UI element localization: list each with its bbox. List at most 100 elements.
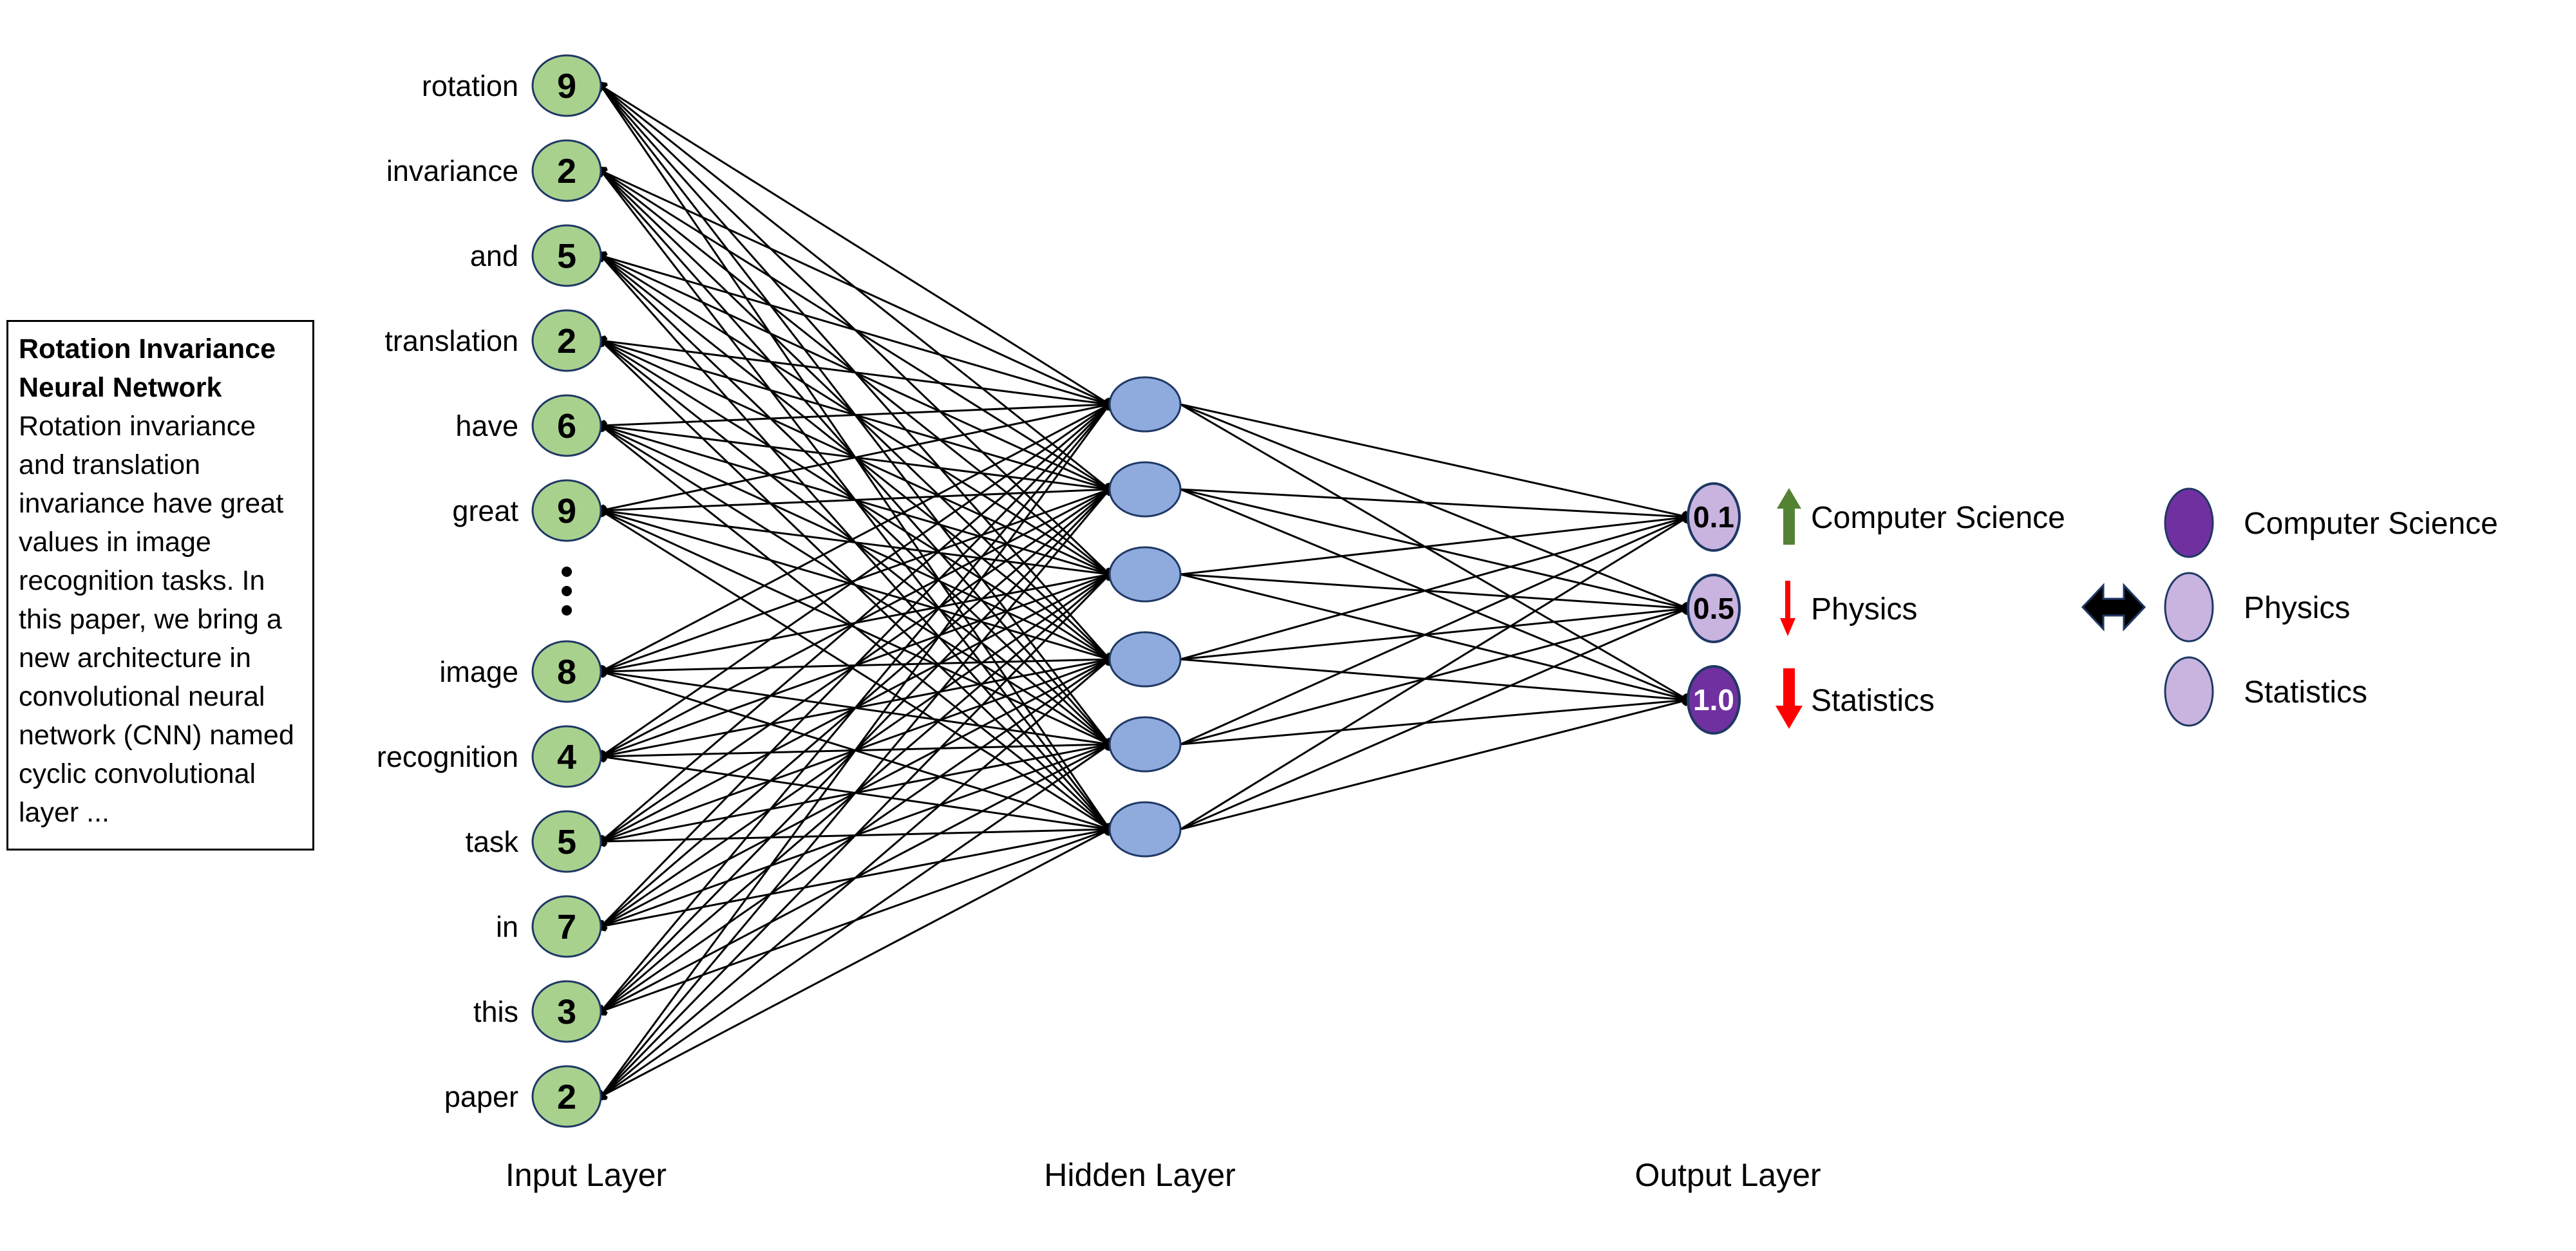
input-word-label: great	[452, 494, 518, 527]
input-node	[531, 479, 602, 542]
abstract-body: Rotation invariance and translation inva…	[19, 411, 294, 828]
input-word-label: in	[496, 910, 518, 943]
input-node	[531, 725, 602, 788]
trend-down-arrow-icon	[1780, 581, 1795, 636]
output-class-label: Physics	[1811, 592, 1917, 626]
abstract-box: Rotation Invariance Neural Network Rotat…	[6, 320, 314, 851]
edge-input-hidden	[592, 825, 1119, 1101]
trend-up-arrow-icon	[1777, 488, 1801, 545]
edge-hidden-output	[1180, 511, 1698, 576]
input-word-label: rotation	[422, 70, 518, 102]
hidden-layer	[1108, 376, 1182, 858]
edge-hidden-output	[1180, 403, 1698, 522]
input-node-value: 5	[557, 823, 576, 861]
legend-label: Physics	[2244, 591, 2350, 625]
input-node	[531, 394, 602, 457]
input-node	[531, 980, 602, 1043]
input-node	[531, 640, 602, 703]
input-word-label: task	[465, 825, 518, 858]
hidden-node	[1108, 801, 1182, 858]
input-node-value: 2	[557, 322, 576, 361]
edge-hidden-output	[1180, 694, 1698, 746]
output-class-label: Statistics	[1811, 684, 1935, 718]
input-node	[531, 54, 602, 117]
input-node-value: 4	[557, 738, 576, 776]
input-node-value: 5	[557, 237, 576, 276]
hidden-layer-caption: Hidden Layer	[1044, 1157, 1235, 1193]
edge-hidden-output	[1180, 658, 1698, 706]
input-node	[531, 224, 602, 287]
input-node-value: 9	[557, 492, 576, 531]
edge-hidden-output	[1180, 513, 1697, 746]
input-layer-caption: Input Layer	[506, 1157, 667, 1193]
input-node-value: 6	[557, 407, 576, 446]
input-layer: rotation 9 invariance 2 and 5 translation 2 have…	[377, 54, 602, 1128]
hidden-node	[1108, 461, 1182, 518]
edge-hidden-output	[1180, 573, 1698, 705]
input-node-value: 8	[557, 653, 576, 691]
edge-hidden-output	[1180, 488, 1697, 704]
edge-hidden-output	[1180, 573, 1698, 614]
input-node-value: 2	[557, 1078, 576, 1116]
trend-down-arrow-icon	[1776, 668, 1803, 729]
output-node-value: 1.0	[1693, 683, 1734, 717]
output-node	[1687, 482, 1741, 552]
input-node	[531, 309, 602, 372]
abstract-title: Rotation Invariance Neural Network	[19, 334, 276, 403]
output-class-label: Computer Science	[1811, 501, 2065, 535]
edges	[591, 77, 1698, 1105]
edge-hidden-output	[1180, 512, 1696, 831]
output-layer-caption: Output Layer	[1634, 1157, 1821, 1193]
edge-input-hidden	[591, 335, 1119, 410]
output-node	[1687, 574, 1741, 643]
input-word-label: image	[439, 655, 518, 688]
edge-input-hidden	[593, 398, 1117, 848]
input-word-label: paper	[444, 1080, 518, 1113]
edge-hidden-output	[1180, 605, 1697, 831]
ellipsis-dots-icon	[562, 586, 572, 596]
edge-input-hidden	[594, 397, 1117, 934]
legend-label: Statistics	[2244, 675, 2367, 710]
edge-hidden-output	[1180, 403, 1697, 613]
hidden-node	[1108, 716, 1182, 773]
hidden-node	[1108, 376, 1182, 433]
input-node	[531, 1065, 602, 1128]
edge-input-hidden	[592, 166, 1119, 409]
double-headed-arrow-icon	[2081, 583, 2146, 632]
legend-node	[2164, 572, 2214, 643]
legend-node	[2164, 656, 2214, 727]
input-word-label: recognition	[377, 740, 518, 773]
edge-hidden-output	[1180, 603, 1698, 661]
input-node-value: 2	[557, 152, 576, 191]
edge-hidden-output	[1180, 488, 1698, 523]
input-node	[531, 139, 602, 202]
legend-label: Computer Science	[2244, 507, 2498, 541]
input-word-label: have	[455, 409, 518, 442]
edge-hidden-output	[1180, 488, 1698, 614]
edge-input-hidden	[593, 653, 1117, 1103]
hidden-node	[1108, 631, 1182, 688]
ellipsis-dots-icon	[562, 567, 572, 577]
hidden-node	[1108, 546, 1182, 603]
edge-input-hidden	[594, 567, 1117, 1104]
input-word-label: and	[470, 240, 518, 272]
edge-hidden-output	[1180, 603, 1698, 746]
edge-hidden-output	[1180, 512, 1698, 661]
edge-hidden-output	[1180, 695, 1698, 831]
output-node-value: 0.1	[1693, 500, 1734, 534]
edge-input-hidden	[592, 400, 1119, 676]
input-node-value: 7	[557, 908, 576, 946]
input-node-value: 9	[557, 67, 576, 106]
input-node	[531, 810, 602, 873]
input-word-label: invariance	[386, 155, 518, 187]
input-node	[531, 895, 602, 958]
edge-hidden-output	[1180, 403, 1696, 705]
output-node	[1687, 665, 1741, 735]
input-node-value: 3	[557, 993, 576, 1031]
legend-node	[2164, 487, 2214, 558]
input-word-label: translation	[384, 325, 518, 357]
ellipsis-dots-icon	[562, 605, 572, 616]
output-node-value: 0.5	[1693, 592, 1734, 625]
